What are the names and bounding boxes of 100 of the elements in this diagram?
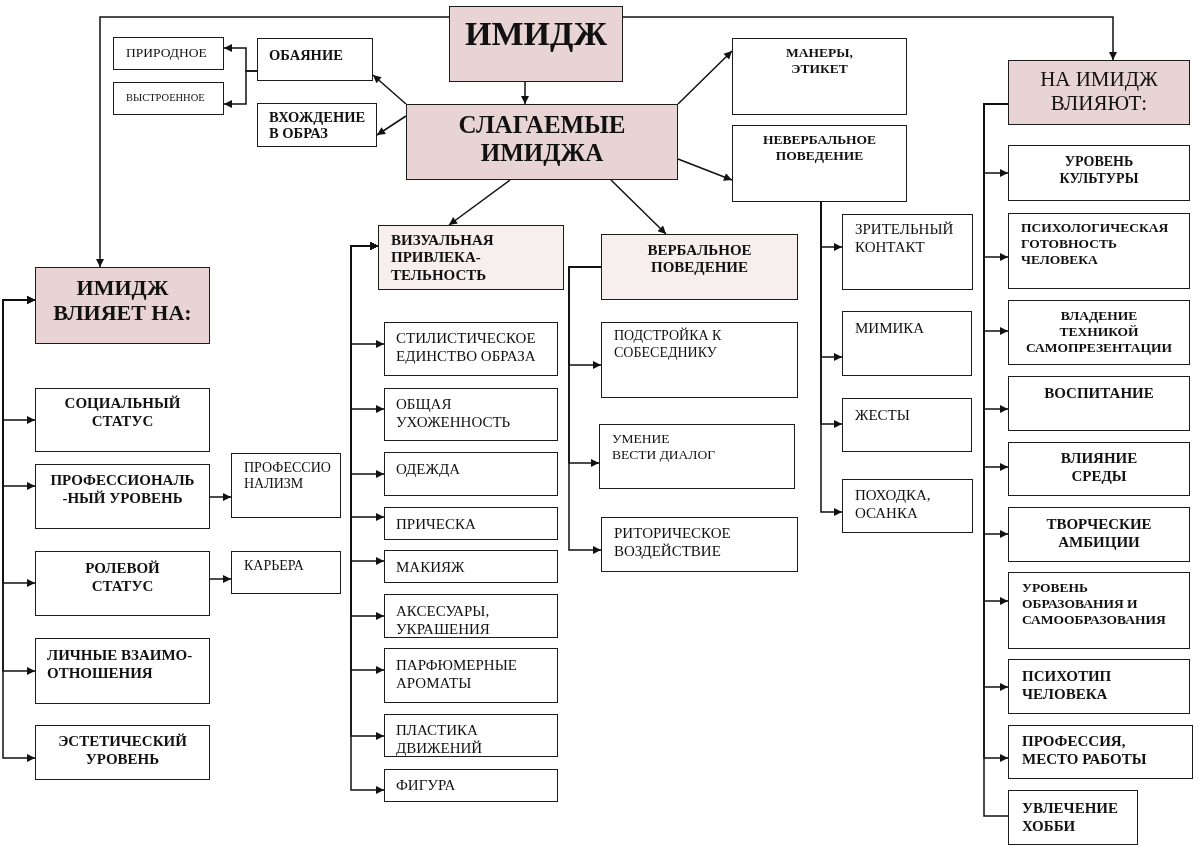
header-box xyxy=(601,234,798,300)
item-box xyxy=(599,424,795,489)
item-box xyxy=(113,37,224,70)
box-label: ИМИДЖ ВЛИЯЕТ НА: xyxy=(53,275,192,326)
box-label: ОБЩАЯ УХОЖЕННОСТЬ xyxy=(396,395,511,431)
item-box xyxy=(384,452,558,496)
item-box xyxy=(1008,725,1193,779)
item-box xyxy=(35,725,210,780)
item-box xyxy=(384,594,558,638)
box-label: ВОСПИТАНИЕ xyxy=(1044,384,1154,402)
item-box xyxy=(1008,659,1190,714)
box-label: ВЛИЯНИЕ СРЕДЫ xyxy=(1060,449,1138,485)
box-label: ПЛАСТИКА ДВИЖЕНИЙ xyxy=(396,721,483,757)
item-box xyxy=(384,648,558,703)
arrow xyxy=(209,575,232,583)
item-box xyxy=(1008,213,1190,289)
box-label: СОЦИАЛЬНЫЙ СТАТУС xyxy=(64,394,181,430)
item-box xyxy=(732,38,907,115)
box-label: ПРОФЕССИЯ, МЕСТО РАБОТЫ xyxy=(1022,732,1147,768)
arrow xyxy=(521,81,529,105)
arrow xyxy=(622,16,1117,61)
box-label: ЭСТЕТИЧЕСКИЙ УРОВЕНЬ xyxy=(58,732,187,768)
item-box xyxy=(601,517,798,572)
box-label: КАРЬЕРА xyxy=(244,558,304,575)
item-box xyxy=(842,311,972,376)
item-box xyxy=(384,388,558,441)
box-label: ЗРИТЕЛЬНЫЙ КОНТАКТ xyxy=(855,220,954,256)
item-box xyxy=(257,103,377,147)
header-box xyxy=(406,104,678,180)
arrow xyxy=(677,158,733,181)
item-box xyxy=(1008,572,1190,649)
item-box xyxy=(1008,790,1138,845)
box-label: ВЫСТРОЕННОЕ xyxy=(126,92,205,105)
item-box xyxy=(113,82,224,115)
item-box xyxy=(842,398,972,452)
box-label: ПОДСТРОЙКА К СОБЕСЕДНИКУ xyxy=(614,328,722,362)
item-box xyxy=(231,453,341,518)
box-label: УРОВЕНЬ ОБРАЗОВАНИЯ И САМООБРАЗОВАНИЯ xyxy=(1022,580,1166,628)
item-box xyxy=(1008,376,1190,431)
item-box xyxy=(732,125,907,202)
box-label: ФИГУРА xyxy=(396,776,456,794)
item-box xyxy=(842,214,973,290)
box-label: МАКИЯЖ xyxy=(396,558,465,576)
arrow xyxy=(96,16,450,268)
box-label: ВЛАДЕНИЕ ТЕХНИКОЙ САМОПРЕЗЕНТАЦИИ xyxy=(1025,308,1173,356)
item-box xyxy=(384,714,558,757)
box-label: МИМИКА xyxy=(855,319,925,337)
item-box xyxy=(1008,507,1190,562)
item-box xyxy=(384,550,558,583)
arrow xyxy=(2,296,36,762)
box-label: СЛАГАЕМЫЕ ИМИДЖА xyxy=(458,111,626,167)
header-box xyxy=(35,267,210,344)
item-box xyxy=(384,507,558,540)
arrow xyxy=(610,179,667,235)
arrow xyxy=(223,70,258,108)
box-label: ПОХОДКА, ОСАНКА xyxy=(855,486,931,522)
box-label: ПРИЧЕСКА xyxy=(396,515,476,533)
box-label: ПСИХОЛОГИЧЕСКАЯ ГОТОВНОСТЬ ЧЕЛОВЕКА xyxy=(1021,220,1169,268)
box-label: УВЛЕЧЕНИЕ ХОББИ xyxy=(1022,799,1118,835)
box-label: РИТОРИЧЕСКОЕ ВОЗДЕЙСТВИЕ xyxy=(614,524,731,560)
header-box xyxy=(449,6,623,82)
item-box xyxy=(35,388,210,452)
item-box xyxy=(231,551,341,594)
box-label: ПРОФЕССИОНАЛЬ -НЫЙ УРОВЕНЬ xyxy=(50,471,195,507)
box-label: ВИЗУАЛЬНАЯ ПРИВЛЕКА- ТЕЛЬНОСТЬ xyxy=(391,232,494,284)
arrow xyxy=(568,266,602,554)
arrow xyxy=(448,179,511,226)
box-label: ТВОРЧЕСКИЕ АМБИЦИИ xyxy=(1046,515,1152,551)
box-label: УМЕНИЕ ВЕСТИ ДИАЛОГ xyxy=(612,431,716,463)
box-label: УРОВЕНЬ КУЛЬТУРЫ xyxy=(1059,154,1139,188)
box-label: ПАРФЮМЕРНЫЕ АРОМАТЫ xyxy=(396,656,517,692)
item-box xyxy=(601,322,798,398)
item-box xyxy=(1008,300,1190,365)
item-box xyxy=(35,638,210,704)
box-label: ВХОЖДЕНИЕ В ОБРАЗ xyxy=(269,110,366,142)
item-box xyxy=(1008,442,1190,496)
box-label: ВЕРБАЛЬНОЕ ПОВЕДЕНИЕ xyxy=(647,242,752,277)
arrow xyxy=(372,74,407,105)
box-label: НА ИМИДЖ ВЛИЯЮТ: xyxy=(1040,67,1158,116)
item-box xyxy=(257,38,373,81)
arrow xyxy=(376,115,407,136)
item-box xyxy=(384,769,558,802)
item-box xyxy=(35,551,210,616)
box-label: НЕВЕРБАЛЬНОЕ ПОВЕДЕНИЕ xyxy=(762,132,877,164)
header-box xyxy=(1008,60,1190,125)
box-label: АКСЕСУАРЫ, УКРАШЕНИЯ xyxy=(396,602,490,638)
arrow xyxy=(677,50,733,105)
item-box xyxy=(1008,145,1190,201)
box-label: ИМИДЖ xyxy=(465,14,607,54)
box-label: МАНЕРЫ, ЭТИКЕТ xyxy=(786,45,853,77)
box-label: ПРОФЕССИО НАЛИЗМ xyxy=(244,460,331,493)
item-box xyxy=(35,464,210,529)
box-label: ЖЕСТЫ xyxy=(855,406,910,424)
box-label: ОБАЯНИЕ xyxy=(269,47,343,64)
box-label: ПРИРОДНОЕ xyxy=(126,45,207,61)
box-label: РОЛЕВОЙ СТАТУС xyxy=(85,559,160,595)
box-label: ЛИЧНЫЕ ВЗАИМО- ОТНОШЕНИЯ xyxy=(47,646,193,682)
box-label: СТИЛИСТИЧЕСКОЕ ЕДИНСТВО ОБРАЗА xyxy=(396,329,536,365)
item-box xyxy=(842,479,973,533)
arrow xyxy=(820,201,843,516)
